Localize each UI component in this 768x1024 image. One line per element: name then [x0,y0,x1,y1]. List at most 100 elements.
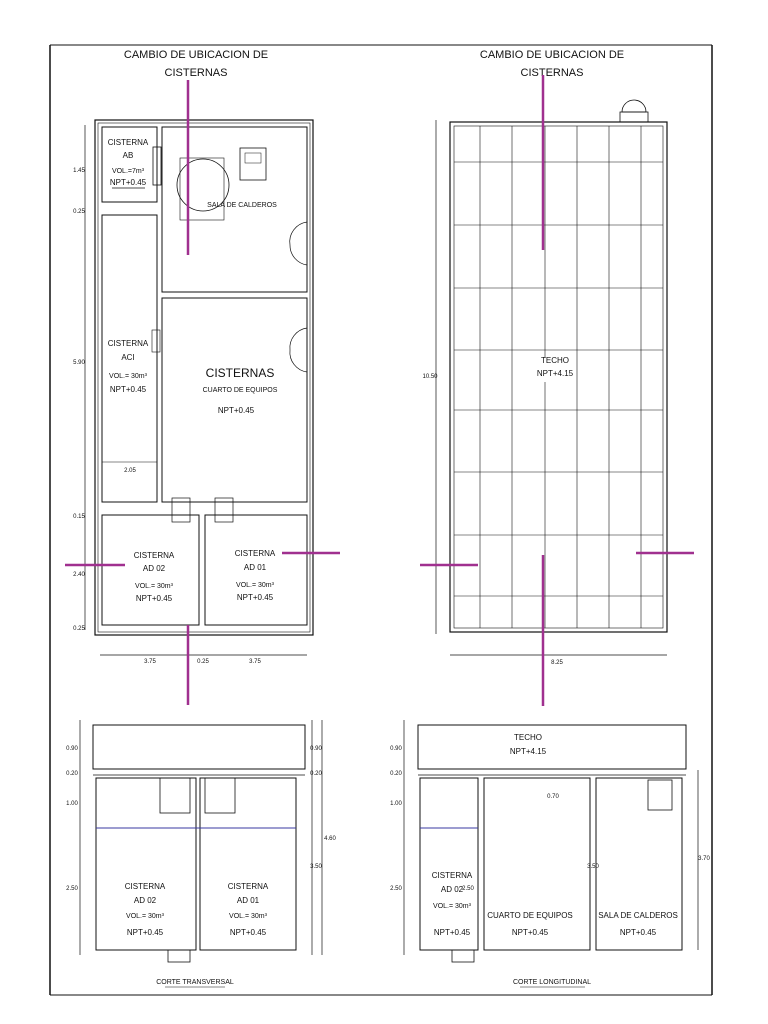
room-cisterna-ad02 [101,514,200,626]
sect-l-dim-l4: 2.50 [66,886,78,892]
sect-l-ad02-name: CISTERNA [125,882,166,891]
plan-right-title-2: CISTERNAS [521,67,584,79]
sect-l-dim-r3: 4.60 [324,836,336,842]
plan-left-title-2: CISTERNAS [165,67,228,79]
sect-l-cell-ad02 [95,777,197,951]
sect-r-ad02-vol: VOL.= 30m³ [433,903,472,910]
main-npt: NPT+0.45 [218,406,255,415]
sect-r-cell-calderos [595,777,683,951]
plan-left-outer-wall [94,119,314,636]
dim-v-1: 1.45 [73,168,85,174]
sect-r-dim-mid-top: 0.70 [547,794,559,800]
sect-l-ad01-npt: NPT+0.45 [230,928,267,937]
sect-r-dim-mid: 3.50 [587,864,599,870]
cist-ad01-npt: NPT+0.45 [237,593,274,602]
plan-right-dim-h: 8.25 [551,660,563,666]
roof-dome-base [619,111,649,123]
room-cisterna-aci [101,214,158,503]
sect-r-roof-slab [417,724,687,770]
plan-left: CAMBIO DE UBICACION DE CISTERNAS CISTERN… [65,49,340,705]
sect-r-dim-l3: 1.00 [390,801,402,807]
sect-r-techo-npt: NPT+4.15 [510,747,547,756]
sect-r-ad02-npt: NPT+0.45 [434,928,471,937]
door-swing-1 [289,221,308,246]
sect-r-cuarto-npt: NPT+0.45 [512,928,549,937]
boiler-base [179,157,225,221]
sect-r-dim-l1: 0.90 [390,746,402,752]
cist-ab-name: CISTERNA [108,138,149,147]
plan-left-inner-wall [97,122,311,633]
main-room-label: CISTERNAS [206,366,275,380]
sect-r-sala-label: SALA DE CALDEROS [598,911,678,920]
cist-ab-vol: VOL.=7m³ [112,168,145,175]
sect-r-sala-npt: NPT+0.45 [620,928,657,937]
cist-ad02-name: CISTERNA [134,551,175,560]
cist-aci-npt: NPT+0.45 [110,385,147,394]
sect-r-ad02-name: CISTERNA [432,871,473,880]
sect-l-dim-l3: 1.00 [66,801,78,807]
sect-l-ad01-name: CISTERNA [228,882,269,891]
roof-dome [621,99,647,113]
sect-l-roof-slab [92,724,306,770]
sect-l-dim-r1: 0.90 [310,746,322,752]
cist-ad01-vol: VOL.= 30m³ [236,582,275,589]
section-longitudinal: TECHO NPT+4.15 0.90 0.20 1.00 2.50 0.70 … [390,720,710,988]
manhole-2 [214,497,234,523]
cist-aci-vol: VOL.= 30m³ [109,373,148,380]
sect-r-dim-l2: 0.20 [390,771,402,777]
techo-label: TECHO [541,356,569,365]
dim-h-2: 0.25 [197,659,209,665]
room-cisterna-ad01 [204,514,308,626]
room-cisterna-ab [101,126,158,203]
cist-ad02-npt: NPT+0.45 [136,594,173,603]
dim-h-1: 3.75 [144,659,156,665]
room-cuarto-equipos [161,297,308,503]
cist-ad01-name: CISTERNA [235,549,276,558]
boiler-circle [176,158,230,212]
sect-r-cuarto-label: CUARTO DE EQUIPOS [487,911,573,920]
sect-l-ad01-code: AD 01 [237,896,260,905]
sect-r-dim-l4: 2.50 [390,886,402,892]
ab-tank-hatch [152,146,162,186]
cist-ad01-code: AD 01 [244,563,267,572]
door-swing-4 [289,349,308,373]
sect-r-ad02-code: AD 02 [441,885,464,894]
equipment-panel-screen [244,152,262,164]
sect-l-ad02-npt: NPT+0.45 [127,928,164,937]
dim-v-6: 0.25 [73,626,85,632]
dim-v-4: 0.15 [73,514,85,520]
sect-r-techo: TECHO [514,733,542,742]
dim-inner: 2.05 [124,468,136,474]
plan-right-dim-v: 10.50 [422,374,438,380]
dim-v-2: 0.25 [73,209,85,215]
sect-l-ad02-code: AD 02 [134,896,157,905]
sect-l-caption: CORTE TRANSVERSAL [156,979,234,986]
sect-r-dim-right: 3.70 [698,856,710,862]
cist-ab-npt: NPT+0.45 [110,178,147,187]
sect-r-cell-ad02 [419,777,479,951]
dim-v-3: 5.90 [73,360,85,366]
plan-right: CAMBIO DE UBICACION DE CISTERNAS TECHO N… [420,49,694,706]
manhole-1 [171,497,191,523]
sect-l-dim-l2: 0.20 [66,771,78,777]
sect-l-dim-r4: 3.50 [310,864,322,870]
sect-l-ad01-vol: VOL.= 30m³ [229,913,268,920]
door-swing-3 [289,327,308,351]
plan-right-title-1: CAMBIO DE UBICACION DE [480,49,624,61]
roof-inner [453,125,664,629]
sect-l-ad02-vol: VOL.= 30m³ [126,913,165,920]
sect-l-dim-r2: 0.20 [310,771,322,777]
main-room-sub: CUARTO DE EQUIPOS [203,387,278,394]
sect-r-dim-small: 2.50 [462,886,474,892]
room-sala-calderos [161,126,308,293]
sect-l-dim-l1: 0.90 [66,746,78,752]
sala-calderos-label: SALA DE CALDEROS [207,202,277,209]
door-swing-2 [289,244,308,266]
techo-npt: NPT+4.15 [537,369,574,378]
dim-h-3: 3.75 [249,659,261,665]
dim-v-5: 2.40 [73,572,85,578]
cist-ad02-code: AD 02 [143,564,166,573]
sect-r-caption: CORTE LONGITUDINAL [513,979,591,986]
sect-r-cell-equipos [483,777,591,951]
